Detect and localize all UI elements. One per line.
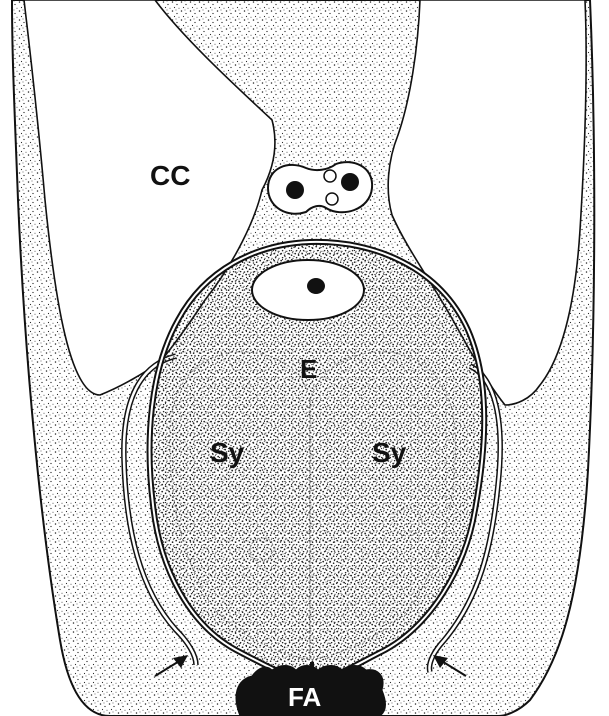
label-sy-right: Sy	[372, 437, 407, 468]
polar-nucleus-left	[286, 181, 304, 199]
polar-nucleolus-left	[324, 170, 336, 182]
label-fa: FA	[288, 682, 321, 712]
label-sy-left: Sy	[210, 437, 245, 468]
label-e: E	[300, 354, 317, 384]
egg-nucleus	[307, 278, 325, 294]
label-cc: CC	[150, 160, 190, 191]
egg-cell	[252, 260, 364, 320]
polar-nucleolus-right	[326, 193, 338, 205]
polar-nucleus-right	[341, 173, 359, 191]
